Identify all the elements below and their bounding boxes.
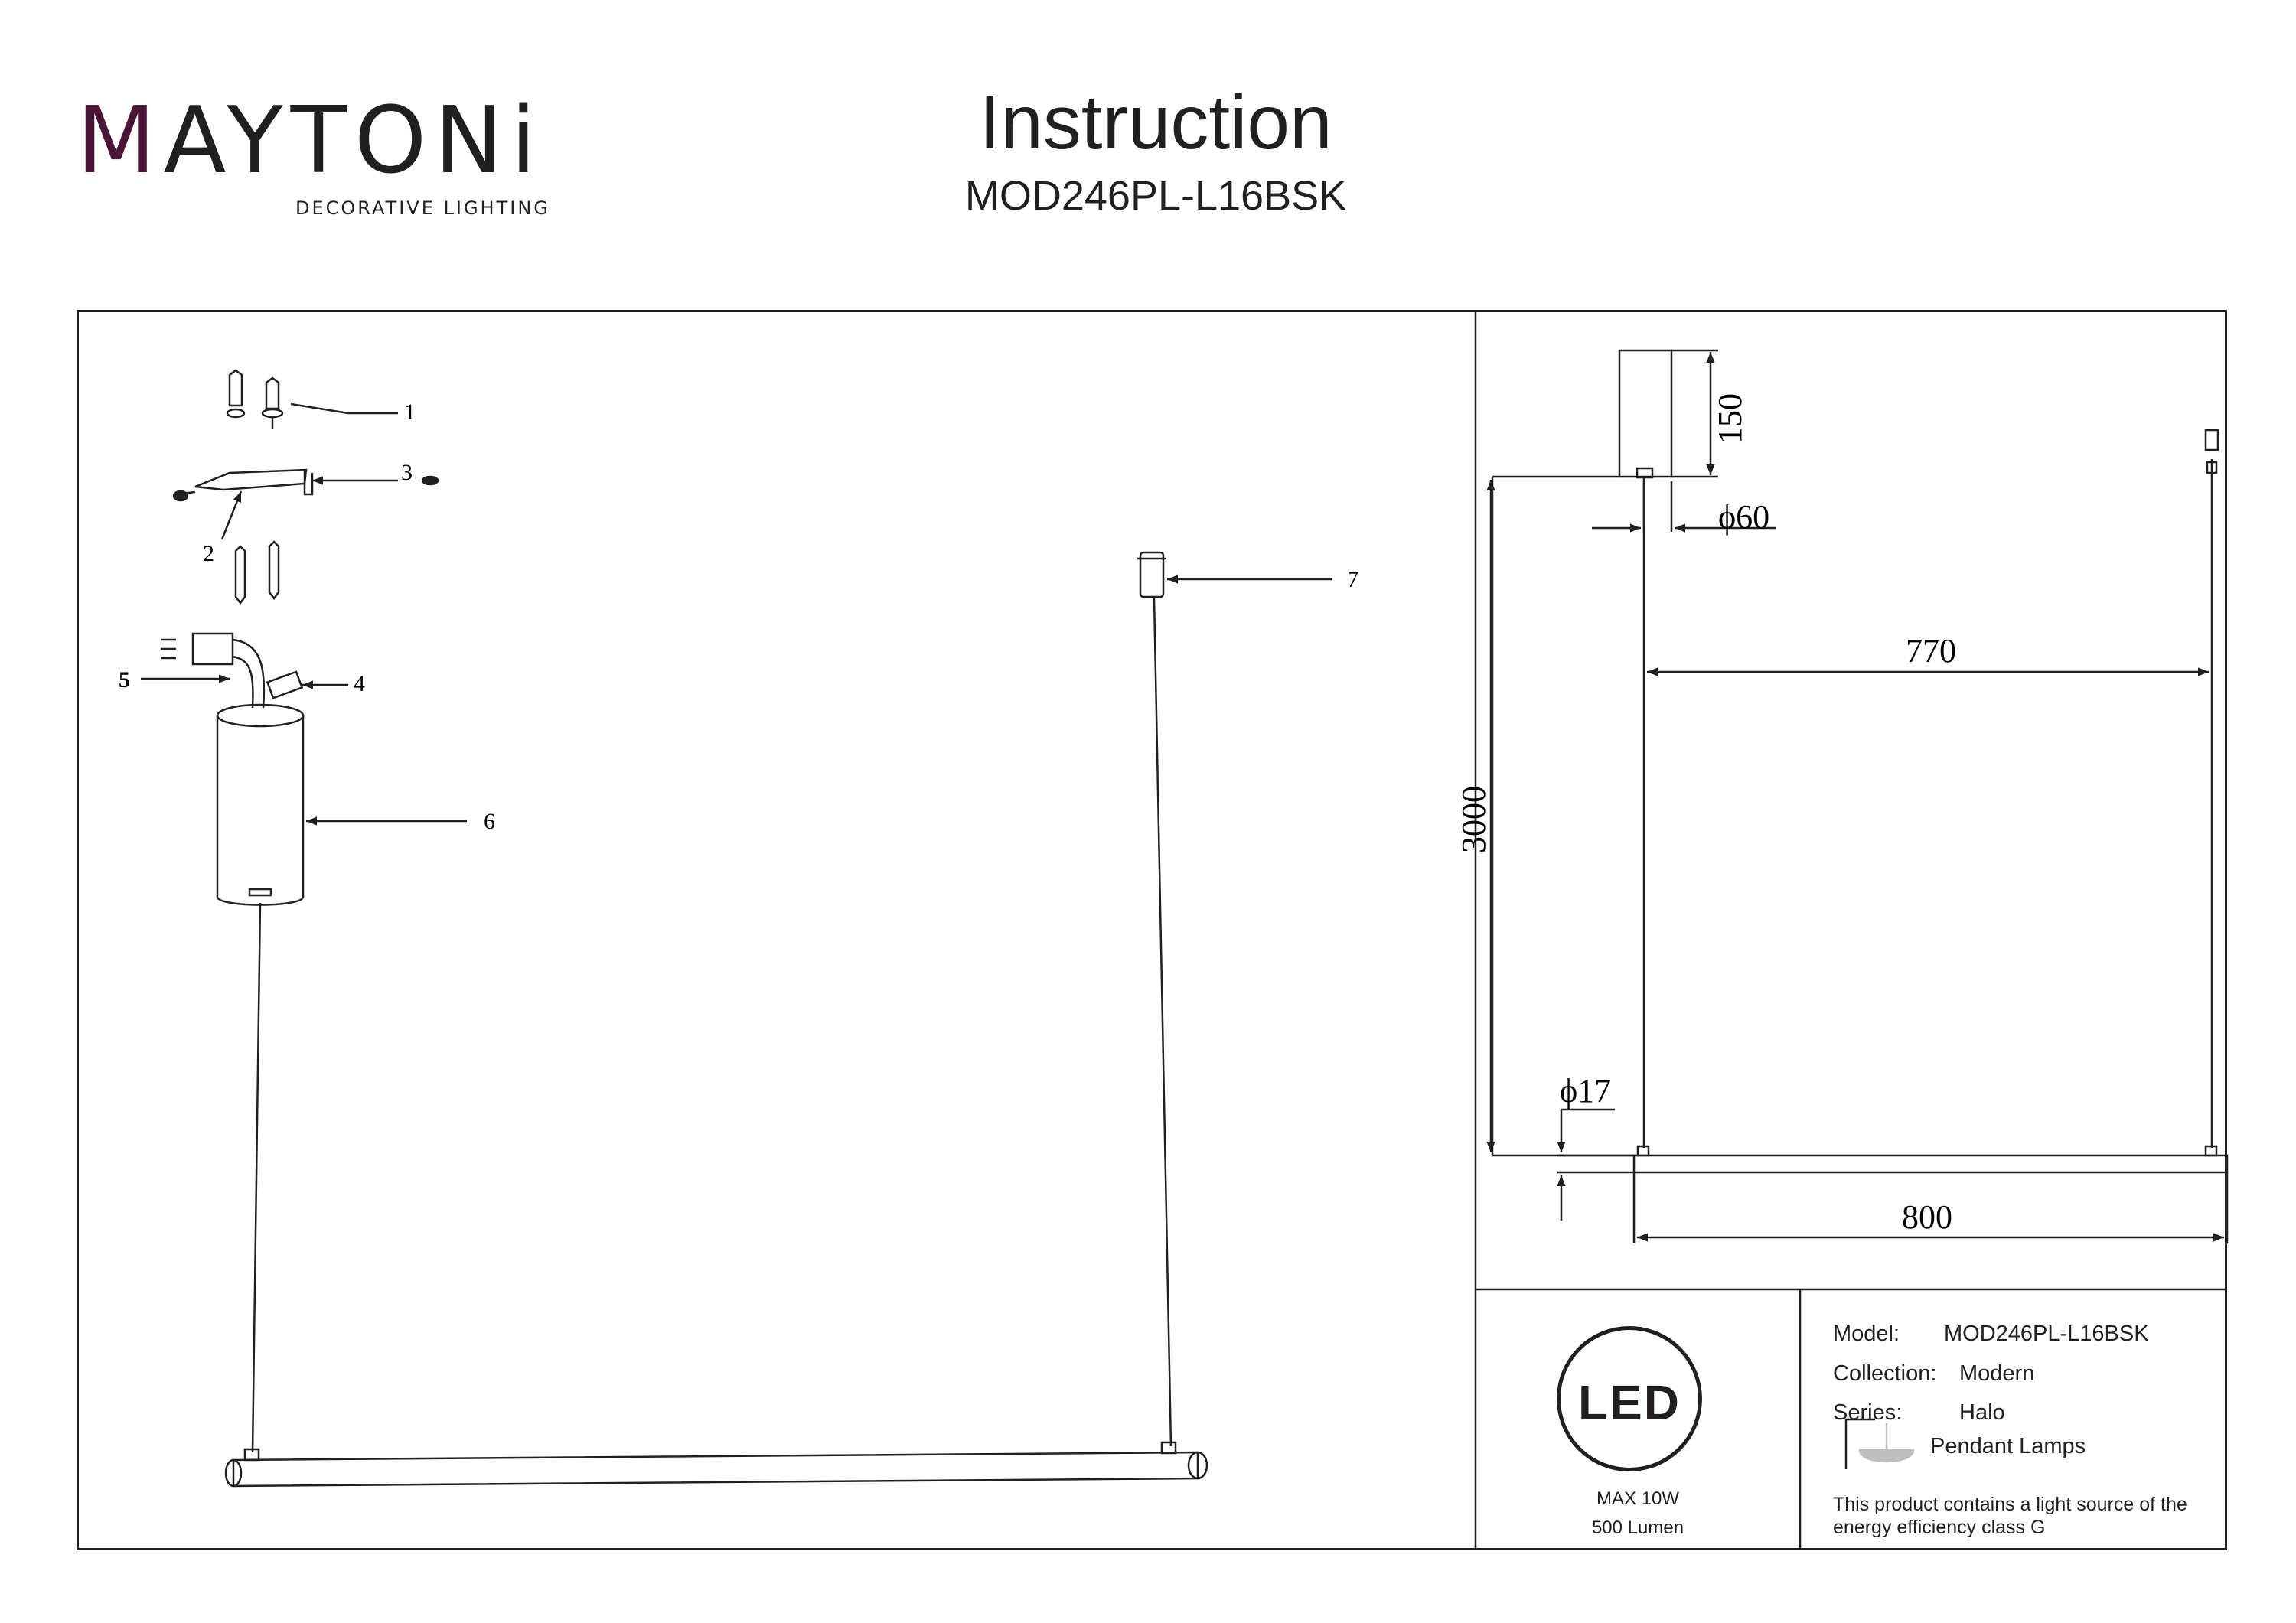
screw-3-icon bbox=[421, 475, 439, 486]
spec-collection-value: Modern bbox=[1959, 1361, 2034, 1386]
led-power: MAX 10W bbox=[1596, 1488, 1680, 1509]
page-title: Instruction bbox=[979, 80, 1332, 165]
mounting-bracket-icon bbox=[172, 468, 314, 502]
dim-total-height: 3000 bbox=[1455, 786, 1492, 853]
wall-plugs-icon bbox=[234, 540, 280, 605]
ceiling-hook-icon bbox=[1137, 551, 1166, 598]
suspension-cable-left bbox=[251, 902, 262, 1453]
tube-side bbox=[1632, 1154, 2229, 1174]
spec-series-label: Series: bbox=[1833, 1400, 1902, 1425]
dim-canopy-height: 150 bbox=[1711, 393, 1749, 444]
hook-front bbox=[2204, 429, 2219, 451]
dim-canopy-diameter: ϕ60 bbox=[1718, 498, 1769, 536]
part-label-4: 4 bbox=[354, 671, 365, 696]
lamp-tube-icon bbox=[224, 1451, 1208, 1488]
suspension-cable-right bbox=[1153, 598, 1172, 1447]
led-badge-text: LED bbox=[1578, 1375, 1681, 1430]
energy-note-line-2: energy efficiency class G bbox=[1833, 1517, 2045, 1538]
anchor-screws-icon bbox=[226, 369, 284, 429]
canopy-cylinder-icon bbox=[216, 703, 305, 906]
pendant-lamp-icon bbox=[1844, 1418, 1915, 1469]
led-lumen: 500 Lumen bbox=[1591, 1517, 1684, 1538]
led-info: MAX 10W 500 Lumen bbox=[1569, 1484, 1707, 1543]
led-badge-icon: LED bbox=[1557, 1326, 1702, 1471]
spec-type-value: Pendant Lamps bbox=[1930, 1434, 2086, 1458]
spec-model-value: MOD246PL-L16BSK bbox=[1944, 1322, 2149, 1346]
canopy-side bbox=[1618, 349, 1673, 478]
spec-collection-label: Collection: bbox=[1833, 1361, 1936, 1386]
dim-length: 800 bbox=[1902, 1198, 1952, 1236]
part-label-2: 2 bbox=[203, 541, 214, 566]
part-label-6: 6 bbox=[484, 809, 495, 834]
drawing-frame bbox=[77, 310, 2227, 1550]
part-label-1: 1 bbox=[404, 399, 416, 425]
terminal-block-icon bbox=[161, 632, 304, 709]
cable-clip-right bbox=[1160, 1441, 1177, 1455]
spec-model-label: Model: bbox=[1833, 1322, 1900, 1346]
part-label-5: 5 bbox=[119, 667, 130, 693]
dim-tube-diameter: ϕ17 bbox=[1560, 1072, 1611, 1110]
brand-logo: MAYTONi bbox=[77, 96, 543, 187]
energy-note-line-1: This product contains a light source of … bbox=[1833, 1494, 2187, 1515]
part-label-3: 3 bbox=[401, 460, 413, 485]
logo-tagline: DECORATIVE LIGHTING bbox=[295, 197, 550, 219]
logo-m: M bbox=[77, 88, 164, 194]
spec-series-value: Halo bbox=[1959, 1400, 2005, 1425]
part-label-7: 7 bbox=[1347, 567, 1358, 592]
dimension-drawing bbox=[1486, 349, 2229, 1243]
model-heading: MOD246PL-L16BSK bbox=[964, 173, 1347, 219]
dim-suspension-span: 770 bbox=[1906, 632, 1956, 670]
logo-rest: AYTONi bbox=[163, 88, 544, 194]
